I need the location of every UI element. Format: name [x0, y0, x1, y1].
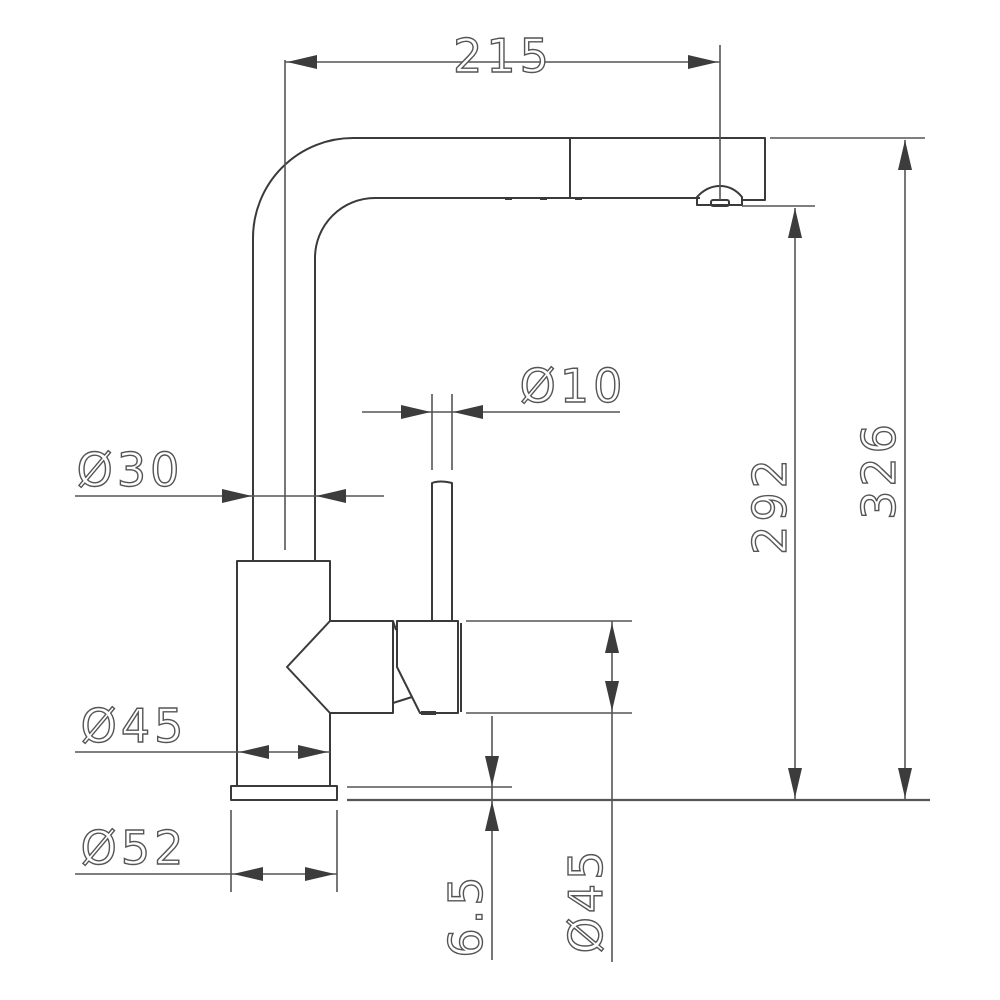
dimension-base-plate-thickness: 6.5 [347, 716, 930, 960]
body-diameter-label: Ø45 [81, 699, 188, 753]
outlet-height-label: 292 [743, 455, 797, 555]
dimension-lever-diameter: Ø10 [362, 358, 627, 470]
handle-diameter-label: Ø45 [559, 847, 613, 954]
dimension-base-diameter: Ø52 [75, 810, 338, 892]
faucet-body [236, 560, 331, 786]
dimension-body-diameter: Ø45 [75, 698, 330, 759]
dimension-pipe-diameter: Ø30 [75, 442, 384, 503]
base-plate-thickness-label: 6.5 [439, 872, 493, 957]
dimension-spout-reach: 215 [285, 28, 721, 200]
lever-stem [431, 480, 453, 621]
base-diameter-label: Ø52 [81, 821, 188, 875]
pipe-diameter-label: Ø30 [77, 443, 184, 497]
mixer-housing [286, 620, 394, 714]
mixer-joint [392, 620, 397, 631]
dimension-outlet-height: 292 [742, 205, 815, 800]
dimension-handle-diameter: Ø45 [466, 620, 632, 962]
spout-reach-label: 215 [453, 29, 553, 83]
total-height-label: 326 [852, 420, 906, 520]
handle-wedge [392, 696, 413, 704]
spout-outer-edge [252, 137, 766, 560]
handle-body [396, 620, 459, 714]
lever-diameter-label: Ø10 [520, 359, 627, 413]
aerator-insert [710, 199, 730, 207]
base-plate [230, 785, 338, 801]
faucet-outline [230, 60, 766, 801]
dimension-total-height: 326 [770, 137, 925, 800]
spout-inner-edge [314, 197, 700, 560]
